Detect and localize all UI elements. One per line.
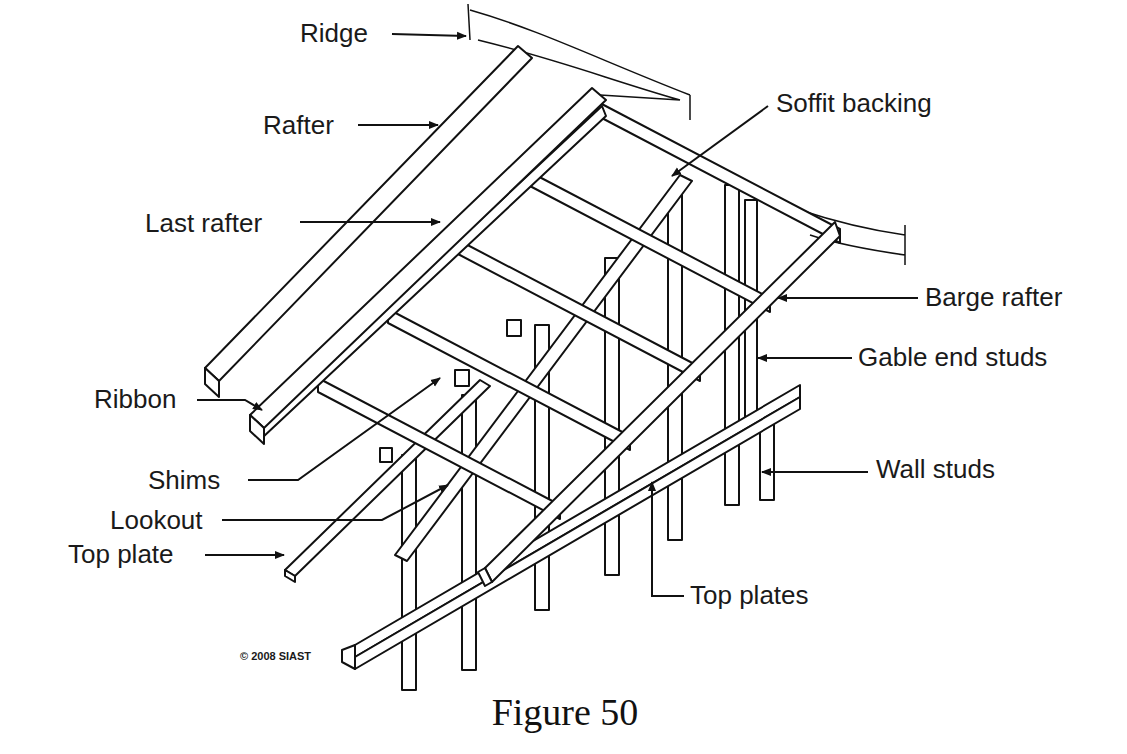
copyright-note: © 2008 SIAST xyxy=(240,651,311,662)
part-label: Gable end studs xyxy=(858,344,1047,370)
figure-caption: Figure 50 xyxy=(492,693,639,731)
part-label: Lookout xyxy=(110,507,203,533)
part-label: Barge rafter xyxy=(925,284,1062,310)
part-label: Ribbon xyxy=(94,386,176,412)
part-label: Top plates xyxy=(690,582,809,608)
part-label: Rafter xyxy=(263,112,334,138)
part-label: Last rafter xyxy=(145,210,262,236)
part-label: Top plate xyxy=(68,541,174,567)
part-label: Shims xyxy=(148,467,220,493)
part-label: Soffit backing xyxy=(776,90,932,116)
part-label: Wall studs xyxy=(876,456,995,482)
part-label: Ridge xyxy=(300,20,368,46)
